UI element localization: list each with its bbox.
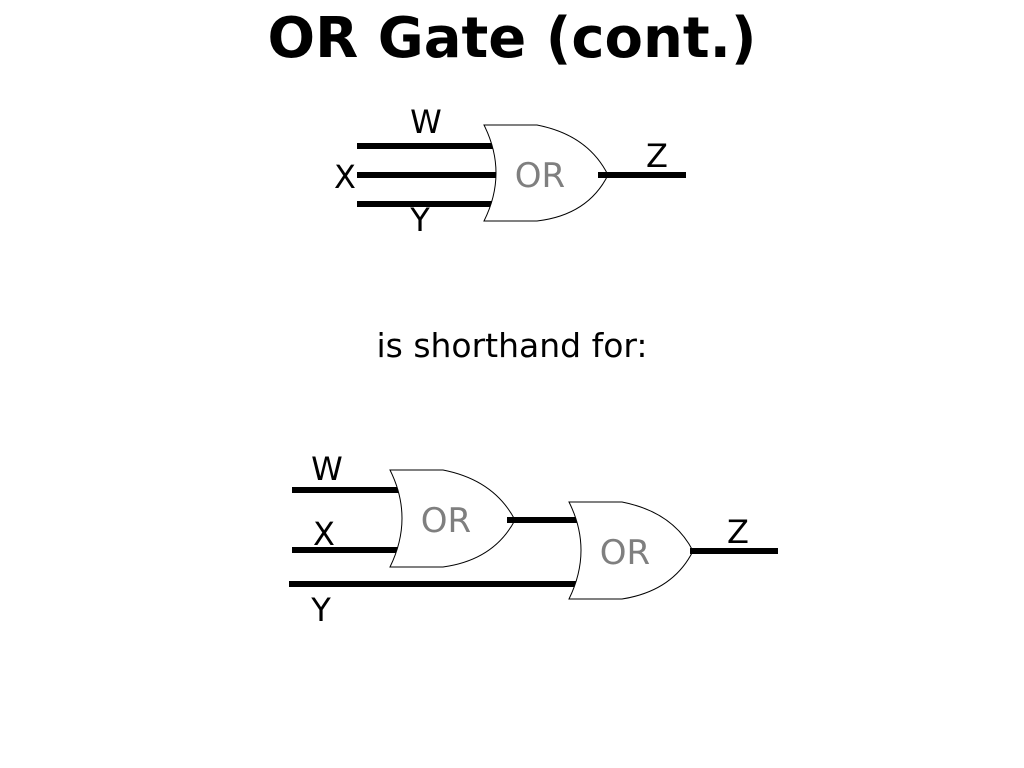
caption-text: is shorthand for:: [376, 326, 648, 365]
bottom-or-gate-1: [389, 469, 516, 568]
top-diagram: W X Y OR Z: [334, 103, 686, 239]
bottom-gate-2-label: OR: [600, 533, 650, 573]
top-input-x-label: X: [334, 158, 356, 196]
bottom-input-y-label: Y: [310, 591, 331, 629]
top-output-z-label: Z: [646, 137, 668, 175]
top-input-w-label: W: [410, 103, 442, 141]
top-or-gate: [483, 124, 609, 222]
top-input-y-label: Y: [409, 201, 430, 239]
bottom-gate-1-label: OR: [421, 501, 471, 541]
bottom-diagram: W X Y OR OR Z: [289, 450, 778, 629]
bottom-output-z-label: Z: [727, 513, 749, 551]
bottom-or-gate-2: [568, 501, 694, 600]
bottom-input-w-label: W: [311, 450, 343, 488]
top-gate-label: OR: [515, 156, 565, 196]
bottom-input-x-label: X: [313, 515, 335, 553]
slide-title: OR Gate (cont.): [267, 6, 757, 71]
